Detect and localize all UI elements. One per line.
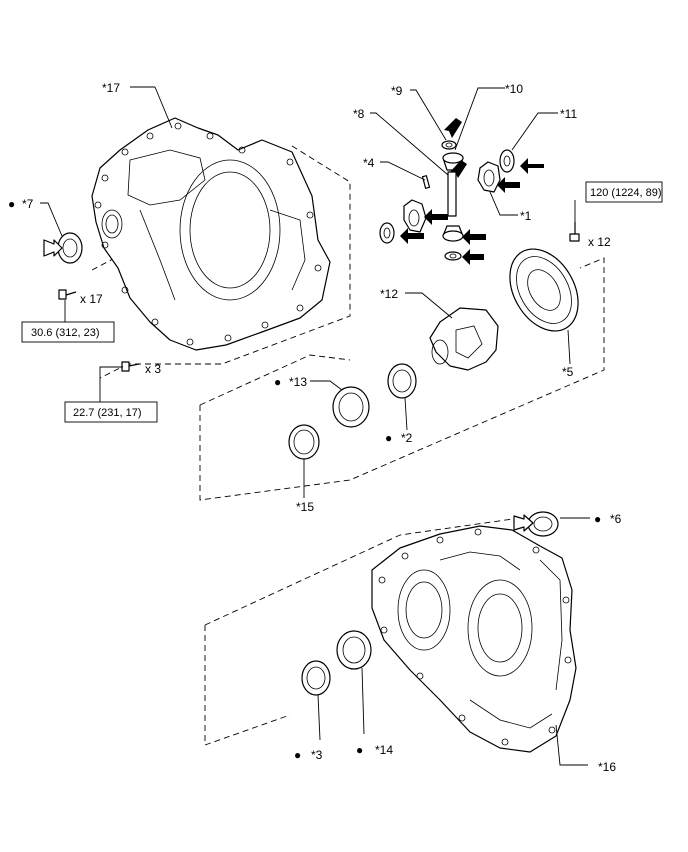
non-reusable-mark-13: ● [274,375,281,389]
label-13: *13 [289,375,307,389]
torque-case-bolts: 22.7 (231, 17) [73,407,142,419]
housing-bolt-holes [94,122,322,346]
label-6: *6 [610,512,622,526]
side-gear-1 [477,161,520,216]
torque-box-housing [21,321,115,343]
bearing-race-14 [336,630,372,735]
thrust-washer-9 [410,89,462,150]
pinion-gear-10 [442,87,505,178]
case-bolt-holes [378,528,572,746]
bearing-2 [387,363,417,431]
pinion-shaft-8 [370,112,457,217]
transaxle-case [371,525,588,766]
non-reusable-mark-14: ● [356,743,363,757]
direction-arrow [400,228,424,244]
non-reusable-mark-6: ● [594,512,601,526]
case-bolt-x3 [99,361,140,402]
thrust-washer-lower [444,249,484,265]
install-direction-arrow [43,239,63,257]
label-16: *16 [598,760,616,774]
differential-case-12 [405,292,499,371]
torque-housing-bolts: 30.6 (312, 23) [31,327,100,339]
lock-pin-4 [380,161,431,189]
qty-ring-gear-bolts: x 12 [588,235,611,249]
label-7: *7 [22,197,34,211]
direction-arrow [520,158,544,174]
direction-arrow [462,229,486,245]
torque-box-case [64,401,158,423]
non-reusable-mark-2: ● [385,431,392,445]
label-9: *9 [391,84,403,98]
direction-arrow [424,209,448,225]
label-3: *3 [311,748,323,762]
housing-bolt-x17 [58,289,77,322]
direction-arrow [497,177,520,193]
side-gear-left [403,199,448,233]
label-8: *8 [353,107,365,121]
label-4: *4 [363,156,375,170]
bearing-race-13 [310,380,370,428]
label-17: *17 [102,81,120,95]
label-10: *10 [505,82,523,96]
label-5: *5 [562,365,574,379]
side-gear-washer-left [379,222,424,244]
qty-case-bolts: x 3 [145,362,161,376]
ring-gear-bolt-x12 [569,200,580,242]
label-11: *11 [560,107,577,121]
direction-arrow [444,118,462,138]
ring-gear-5 [509,248,579,365]
install-direction-arrow [513,514,534,532]
label-14: *14 [375,743,393,757]
label-15: *15 [296,500,314,514]
oil-seal-7 [40,202,83,264]
direction-arrow [462,249,484,265]
transaxle-housing [91,86,331,351]
shim-15 [288,424,320,498]
pinion-gear-lower [442,225,486,245]
torque-ring-gear-bolts: 120 (1224, 89) [590,187,662,199]
non-reusable-mark-7: ● [8,197,15,211]
label-1: *1 [520,209,532,223]
bearing-3 [301,660,331,741]
oil-seal-6 [513,511,590,537]
direction-arrow [450,160,467,178]
qty-housing-bolts: x 17 [80,292,103,306]
side-gear-washer-11 [499,112,558,174]
torque-box-ring-gear [585,181,663,203]
label-2: *2 [401,431,413,445]
alignment-dashed-lines [91,145,605,746]
label-12: *12 [380,287,398,301]
non-reusable-mark-3: ● [294,748,301,762]
